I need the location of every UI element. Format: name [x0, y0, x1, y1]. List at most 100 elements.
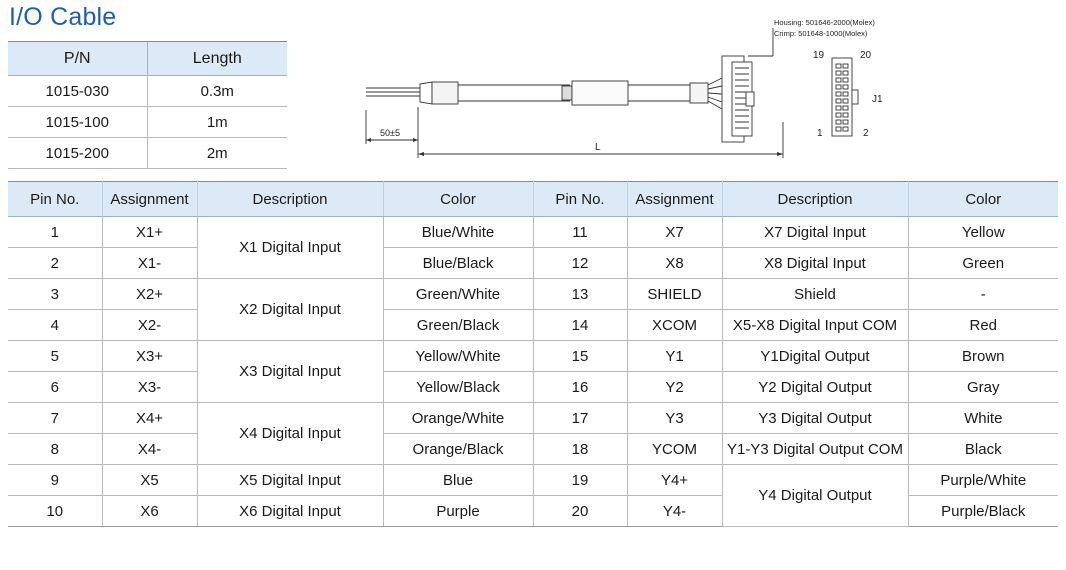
table-row: 1015-030 0.3m	[8, 75, 287, 107]
pin-number: 10	[8, 495, 103, 527]
table-row: 5 X3+ X3 Digital Input Yellow/White 15 Y…	[8, 340, 1058, 403]
pin-assignment-table: Pin No. Assignment Description Color Pin…	[8, 181, 1058, 527]
pin-assignment: X2+	[102, 278, 198, 310]
pin-assignment: Y1	[627, 340, 723, 372]
pin-number: 5	[8, 340, 103, 372]
header-pn: P/N	[8, 41, 148, 76]
housing-label: Housing: 501646-2000(Molex)	[774, 18, 875, 27]
header-pin-no: Pin No.	[8, 181, 103, 217]
cable-diagram: Housing: 501646-2000(Molex) Crimp: 50164…	[365, 18, 883, 158]
pin-description: X5 Digital Input	[197, 464, 384, 496]
pin-description: Y2 Digital Output	[722, 371, 909, 403]
table-row: 8 X4- Orange/Black 18 YCOM Y1-Y3 Digital…	[8, 433, 1058, 465]
pin-assignment: X3-	[102, 371, 198, 403]
pin-number: 4	[8, 309, 103, 341]
pin-number: 6	[8, 371, 103, 403]
wire-color: Brown	[908, 340, 1058, 372]
strip-length-label: 50±5	[380, 128, 400, 138]
pin-description: X5-X8 Digital Input COM	[722, 309, 909, 341]
pin-number: 20	[533, 495, 628, 527]
table-row: 1015-100 1m	[8, 106, 287, 138]
header-description: Description	[197, 181, 384, 217]
wire-color: White	[908, 402, 1058, 434]
pin-assignment: XCOM	[627, 309, 723, 341]
cable-length-label: L	[595, 142, 601, 153]
wire-color: Green/White	[383, 278, 534, 310]
wire-color: Gray	[908, 371, 1058, 403]
table-row: 2 X1- Blue/Black 12 X8 X8 Digital Input …	[8, 247, 1058, 279]
pin-number: 2	[8, 247, 103, 279]
pin-19-label: 19	[813, 50, 825, 61]
header-description: Description	[722, 181, 909, 217]
pin-assignment: X5	[102, 464, 198, 496]
pin-assignment: Y2	[627, 371, 723, 403]
pin-assignment: Y3	[627, 402, 723, 434]
crimp-label: Crimp: 501648-1000(Molex)	[774, 29, 868, 38]
table-row: 1015-200 2m	[8, 137, 287, 169]
wire-color: Green/Black	[383, 309, 534, 341]
cell-length: 0.3m	[147, 75, 287, 107]
wire-color: Blue/White	[383, 216, 534, 248]
cell-pn: 1015-030	[8, 75, 148, 107]
wire-color: Red	[908, 309, 1058, 341]
wire-color: Blue	[383, 464, 534, 496]
pin-assignment: X7	[627, 216, 723, 248]
pin-description: X4 Digital Input	[197, 402, 384, 465]
wire-color: Orange/White	[383, 402, 534, 434]
table-row: 3 X2+ X2 Digital Input Green/White 13 SH…	[8, 278, 1058, 341]
pin-description: X3 Digital Input	[197, 340, 384, 403]
pin-description: X2 Digital Input	[197, 278, 384, 341]
wire-color: Blue/Black	[383, 247, 534, 279]
pin-number: 7	[8, 402, 103, 434]
pin-description: X6 Digital Input	[197, 495, 384, 527]
pin-assignment: X1-	[102, 247, 198, 279]
pin-description: X1 Digital Input	[197, 216, 384, 279]
pin-number: 17	[533, 402, 628, 434]
header-color: Color	[383, 181, 534, 217]
wire-color: Orange/Black	[383, 433, 534, 465]
pin-number: 16	[533, 371, 628, 403]
table-row: 6 X3- Yellow/Black 16 Y2 Y2 Digital Outp…	[8, 371, 1058, 403]
wire-color: Purple	[383, 495, 534, 527]
wire-color: Purple/Black	[908, 495, 1058, 527]
cell-length: 1m	[147, 106, 287, 138]
wire-color: Black	[908, 433, 1058, 465]
pin-assignment: X4-	[102, 433, 198, 465]
part-number-table: P/N Length 1015-030 0.3m 1015-100 1m 101…	[8, 41, 287, 169]
table-header-row: P/N Length	[8, 41, 287, 76]
pin-description: X8 Digital Input	[722, 247, 909, 279]
cell-pn: 1015-200	[8, 137, 148, 169]
wire-color: Green	[908, 247, 1058, 279]
pin-number: 15	[533, 340, 628, 372]
pin-assignment: X1+	[102, 216, 198, 248]
header-assignment: Assignment	[102, 181, 198, 217]
cell-pn: 1015-100	[8, 106, 148, 138]
header-length: Length	[147, 41, 287, 76]
pin-assignment: X6	[102, 495, 198, 527]
table-row: 10 X6 X6 Digital Input Purple 20 Y4- Pur…	[8, 495, 1058, 527]
pin-number: 8	[8, 433, 103, 465]
table-row: 9 X5 X5 Digital Input Blue 19 Y4+ Y4 Dig…	[8, 464, 1058, 527]
pin-assignment: SHIELD	[627, 278, 723, 310]
pin-assignment: X3+	[102, 340, 198, 372]
pin-number: 12	[533, 247, 628, 279]
pin-description: Shield	[722, 278, 909, 310]
pin-number: 9	[8, 464, 103, 496]
wire-color: Yellow/Black	[383, 371, 534, 403]
cell-length: 2m	[147, 137, 287, 169]
connector-label: J1	[872, 94, 883, 105]
pin-assignment: YCOM	[627, 433, 723, 465]
pin-number: 1	[8, 216, 103, 248]
pin-number: 11	[533, 216, 628, 248]
page-title: I/O Cable	[9, 3, 117, 31]
table-header-row: Pin No. Assignment Description Color Pin…	[8, 181, 1058, 217]
pin-number: 18	[533, 433, 628, 465]
pin-number: 19	[533, 464, 628, 496]
pin-description: Y1Digital Output	[722, 340, 909, 372]
pin-number: 14	[533, 309, 628, 341]
pin-assignment: Y4-	[627, 495, 723, 527]
pin-description: Y1-Y3 Digital Output COM	[722, 433, 909, 465]
pin-number: 13	[533, 278, 628, 310]
wire-color: -	[908, 278, 1058, 310]
header-assignment: Assignment	[627, 181, 723, 217]
